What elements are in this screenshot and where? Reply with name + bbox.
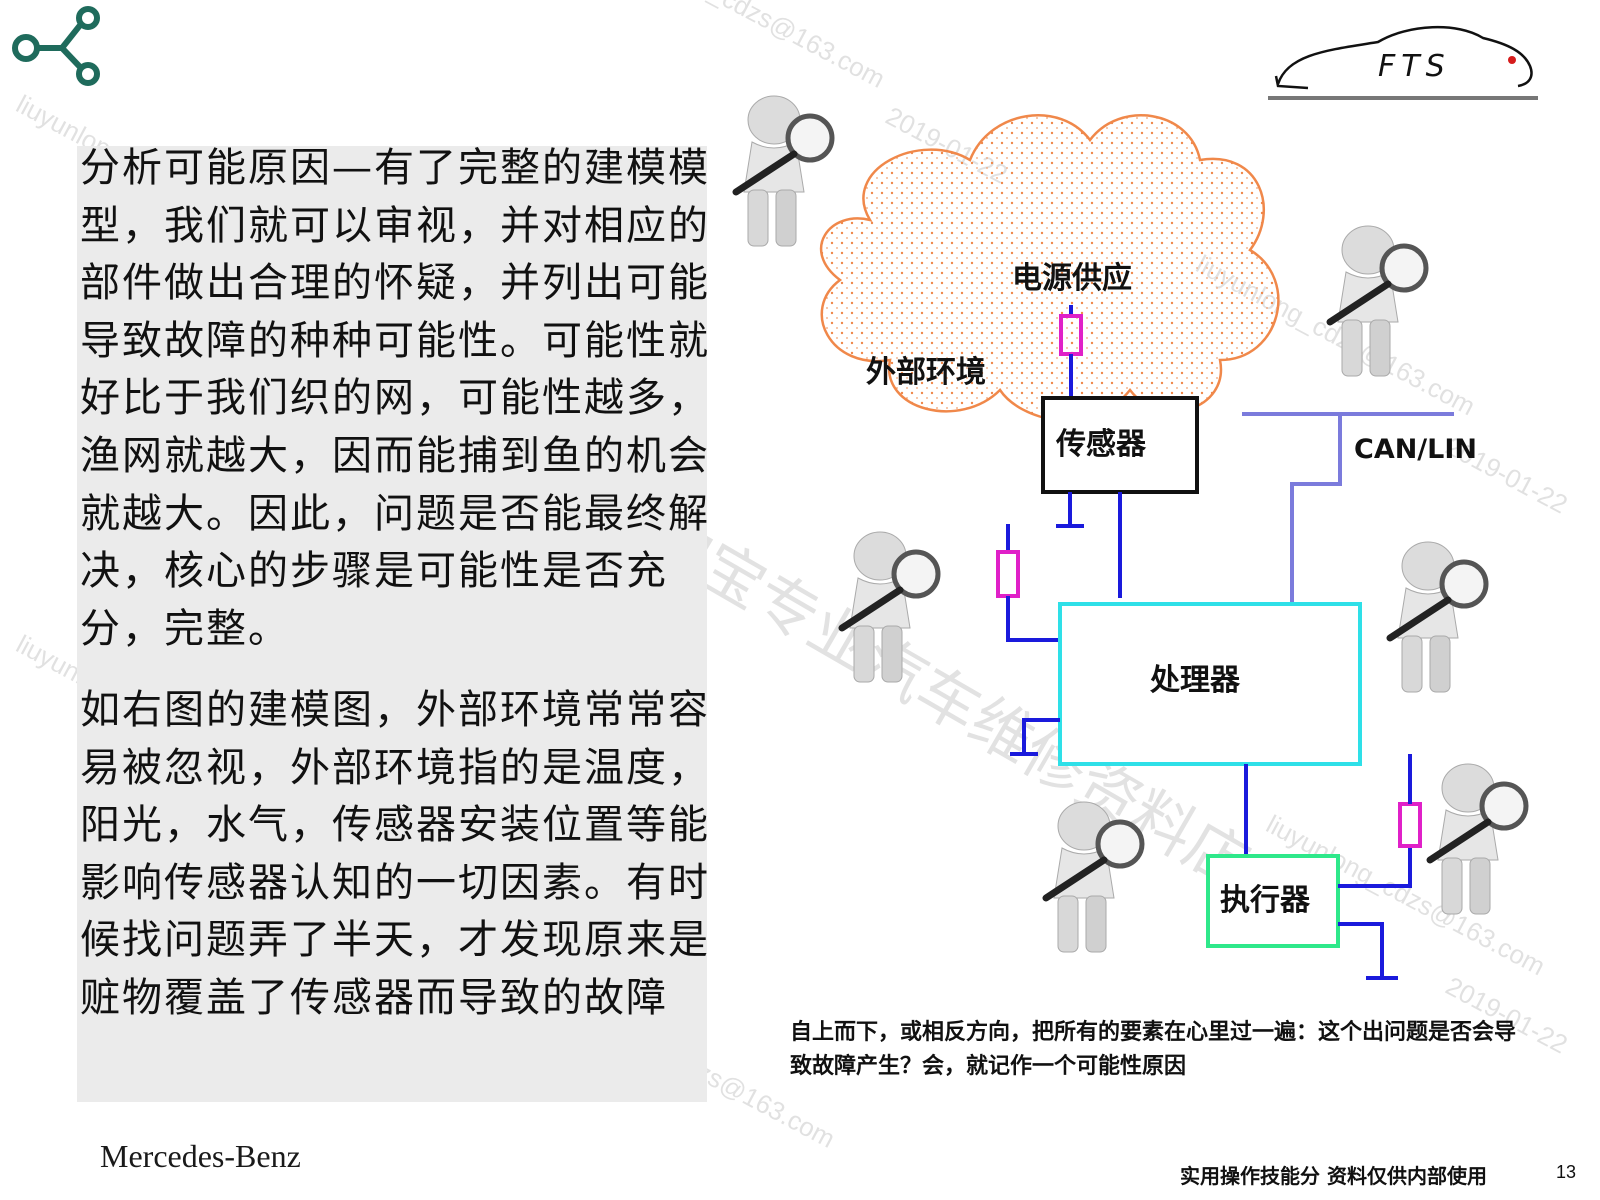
processor-fuse (996, 550, 1020, 598)
car-silhouette-icon (1274, 25, 1533, 90)
fts-logo: FTS (1268, 25, 1538, 100)
actuator-label: 执行器 (1220, 883, 1311, 918)
body-paragraph-1: 分析可能原因—有了完整的建模模型，我们就可以审视，并对相应的部件做出合理的怀疑，… (80, 145, 710, 652)
footer-note: 实用操作技能分 资料仅供内部使用 (1180, 1164, 1487, 1188)
magnifier-figure-icon (1330, 226, 1426, 376)
text-panel (77, 146, 707, 1102)
magnifier-figure-icon (1046, 802, 1142, 952)
actuator-box (1206, 854, 1340, 948)
watermark-email: _cdzs@163.com (704, 0, 890, 94)
body-paragraph-2: 如右图的建模图，外部环境常常容易被忽视，外部环境指的是温度，阳光，水气，传感器安… (80, 687, 710, 1021)
bus-label: CAN/LIN (1354, 434, 1477, 465)
magnifier-figure-icon (736, 96, 832, 246)
diagram-caption: 自上而下，或相反方向，把所有的要素在心里过一遍：这个出问题是否会导致故障产生？会… (790, 1020, 1517, 1079)
page-number: 13 (1556, 1162, 1577, 1182)
actuator-fuse (1398, 802, 1422, 848)
external-environment-cloud (819, 114, 1280, 422)
processor-label: 处理器 (1149, 663, 1241, 698)
cloud-label: 外部环境 (866, 355, 986, 390)
processor-box (1058, 602, 1362, 766)
magnifier-figure-icon (1390, 542, 1486, 692)
brand-name: Mercedes-Benz (100, 1138, 301, 1174)
system-model-diagram: 外部环境 电源供应 传感器 CAN/LIN 处理器 执行器 (720, 90, 1600, 980)
sensor-label: 传感器 (1055, 427, 1147, 462)
magnifier-figure-icon (842, 532, 938, 682)
share-node-icon (12, 6, 100, 86)
power-supply-label: 电源供应 (1012, 261, 1132, 296)
magnifier-figure-icon (1430, 764, 1526, 914)
logo-text: FTS (1378, 49, 1451, 84)
